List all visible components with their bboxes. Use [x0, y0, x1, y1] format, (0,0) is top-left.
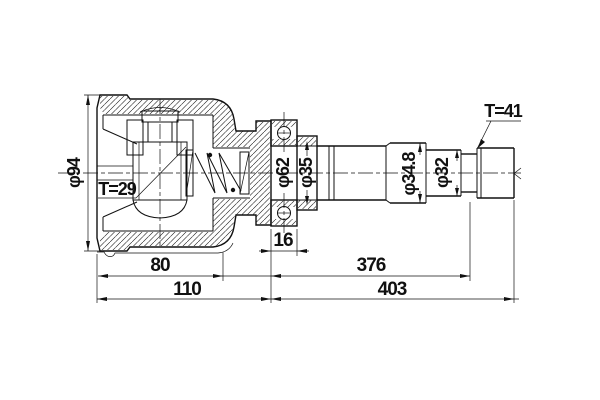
spider-dome — [132, 199, 188, 219]
dim-shaft-d1: φ34.8 — [399, 152, 419, 196]
dim-bearing-od: φ62 — [273, 157, 293, 188]
boot-edge — [97, 242, 234, 257]
roller-left — [126, 119, 144, 156]
dim-shaft-d2: φ32 — [432, 157, 452, 188]
joint-housing — [96, 94, 272, 257]
tripod-assembly — [126, 107, 250, 219]
dim-housing-length: 110 — [173, 279, 201, 300]
dimensions: φ94 T=29 φ62 φ35 φ34.8 φ32 T=41 — [64, 94, 524, 303]
dim-bearing-width: 16 — [273, 230, 293, 251]
roller-right — [176, 119, 194, 156]
centerline-end-arrow — [513, 167, 522, 180]
sleeve — [296, 135, 318, 211]
spline-end — [476, 147, 515, 199]
dim-outer-spline: T=41 — [484, 101, 523, 121]
dim-inner-spline: T=29 — [98, 179, 137, 199]
dim-housing-diameter: φ94 — [64, 157, 84, 188]
dim-housing-depth: 80 — [150, 255, 170, 276]
support-bearing — [270, 119, 298, 227]
dim-total-length: 403 — [378, 279, 407, 300]
spring — [185, 149, 250, 197]
dim-sleeve-diameter: φ35 — [296, 157, 316, 188]
dim-shaft-length: 376 — [357, 255, 386, 276]
